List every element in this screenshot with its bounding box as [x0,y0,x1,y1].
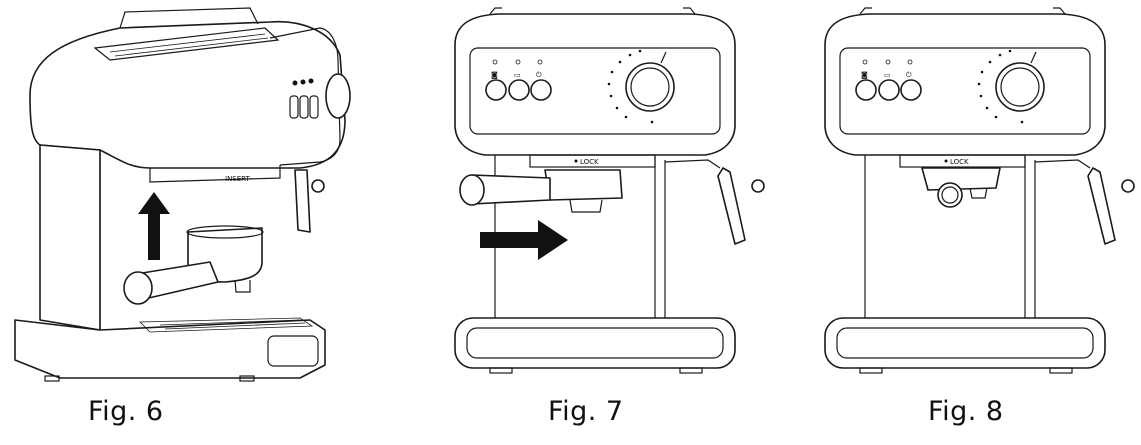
control-knob [325,73,351,119]
machine-foot [44,375,60,382]
power-icon: ⏻ [536,71,542,79]
top-handle-clips [489,7,696,15]
top-handle-clips [859,7,1066,15]
portafilter-rim [186,225,264,239]
lock-icon [944,159,948,163]
portafilter-handle-end [459,174,485,206]
indicator-light [537,59,543,65]
two-cup-icon: ▭ [514,71,521,79]
machine-foot [679,367,703,374]
machine-body-column [39,144,101,331]
indicator-light [885,59,891,65]
one-cup-button [485,79,507,101]
brew-group-head [149,165,281,183]
selector-knob [995,62,1045,112]
machine-top-housing [824,13,1106,156]
drip-tray-base [824,317,1106,369]
right-arrow-icon [480,220,568,260]
indicator-light [300,79,306,85]
cup-warming-tray [93,27,280,61]
fig7-illustration: ◙ ▭ ⏻ LOCK [454,7,765,374]
figure-8: ◙ ▭ ⏻ LOCK Fig. 8 [810,0,1141,445]
lock-label: LOCK [580,158,599,166]
steam-wand [717,167,746,245]
up-arrow-icon [138,192,170,260]
two-cup-icon: ▭ [884,71,891,79]
steam-wand [1087,167,1116,245]
side-button [309,95,319,119]
side-button [299,95,309,119]
knob-scale-dots [607,49,654,124]
drip-tray-base [14,319,326,379]
figure-caption: Fig. 8 [928,396,1004,427]
machine-foot [239,375,255,382]
portafilter-spout [569,199,603,213]
fig6-illustration: INSERT [14,7,351,382]
portafilter-handle-end [123,271,153,305]
control-panel [469,47,721,135]
fig8-illustration: ◙ ▭ ⏻ LOCK [824,7,1135,374]
machine-top-housing [29,20,346,169]
power-button [900,79,922,101]
steam-wand [294,169,311,233]
grate-lines [159,319,306,330]
lock-label: LOCK [950,158,969,166]
figure-caption: Fig. 7 [548,396,624,427]
portafilter-spout [969,187,988,199]
knob-pointer-mark [660,51,667,64]
lock-icon [574,159,578,163]
carry-handle [119,7,259,29]
one-cup-icon: ◙ [491,71,498,79]
indicator-light [907,59,913,65]
two-cup-button [508,79,530,101]
selector-knob-inner [1000,67,1040,107]
drip-tray-front [267,335,319,367]
drip-tray-base [454,317,736,369]
portafilter-spout [234,279,251,293]
indicator-light [492,59,498,65]
indicator-light [308,78,314,84]
power-icon: ⏻ [906,71,912,79]
machine-foot [859,367,883,374]
power-button [530,79,552,101]
machine-foot [489,367,513,374]
indicator-light [515,59,521,65]
machine-top-housing [454,13,736,156]
one-cup-icon: ◙ [861,71,868,79]
insert-label: INSERT [225,175,251,183]
tray-grill [109,33,269,57]
knob-scale-dots [977,49,1024,124]
steam-wand-knob [751,179,765,193]
steam-wand-knob [311,179,325,193]
drip-tray-front [836,327,1094,359]
one-cup-button [855,79,877,101]
figure-caption: Fig. 6 [88,396,164,427]
portafilter-basket [544,169,623,201]
knob-pointer-mark [1030,51,1037,64]
drip-tray-grate [139,317,314,333]
body-columns [864,155,1036,318]
steam-wand-knob [1121,179,1135,193]
figure-7: ◙ ▭ ⏻ LOCK Fig. 7 [440,0,770,445]
portafilter-handle-inner [941,186,959,204]
two-cup-button [878,79,900,101]
steam-pipe [1034,159,1091,169]
control-panel [839,47,1091,135]
machine-foot [1049,367,1073,374]
indicator-light [862,59,868,65]
steam-pipe [664,159,721,169]
figure-6: INSERT Fig. 6 [0,0,370,445]
portafilter-basket [921,167,1001,191]
indicator-light [292,80,298,86]
selector-knob-inner [630,67,670,107]
side-button [289,95,299,119]
selector-knob [625,62,675,112]
drip-tray-front [466,327,724,359]
